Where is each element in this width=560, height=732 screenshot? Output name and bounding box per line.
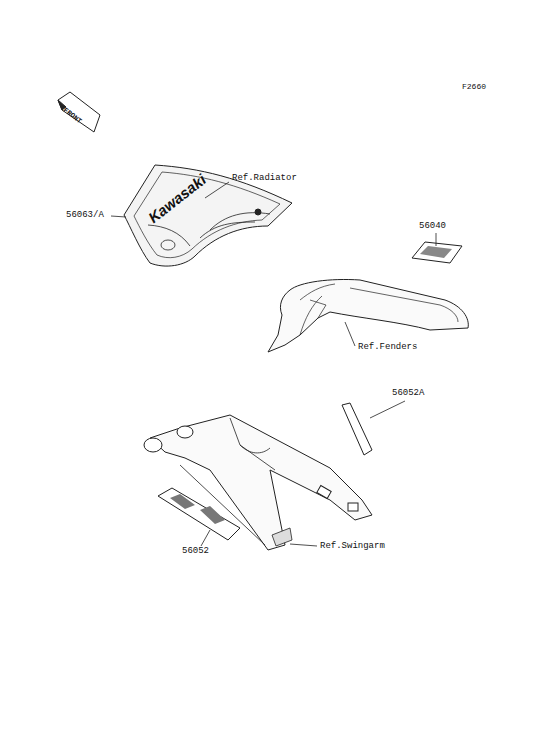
reference-label: Ref.Swingarm bbox=[320, 542, 385, 551]
figure-number: F2660 bbox=[462, 83, 486, 91]
swingarm bbox=[144, 415, 372, 550]
leader-lines bbox=[111, 182, 436, 546]
chain-guard-sticker bbox=[158, 488, 240, 540]
reference-label: Ref.Fenders bbox=[358, 343, 417, 352]
front-icon bbox=[58, 92, 100, 132]
rear-fender bbox=[268, 279, 468, 352]
callout-number: 56052 bbox=[182, 547, 209, 556]
swingarm-sticker bbox=[342, 403, 372, 455]
warning-decal bbox=[412, 242, 462, 263]
callout-number: 56052A bbox=[392, 389, 424, 398]
reference-label: Ref.Radiator bbox=[232, 174, 297, 183]
callout-number: 56063/A bbox=[66, 211, 104, 220]
callout-number: 56040 bbox=[419, 222, 446, 231]
